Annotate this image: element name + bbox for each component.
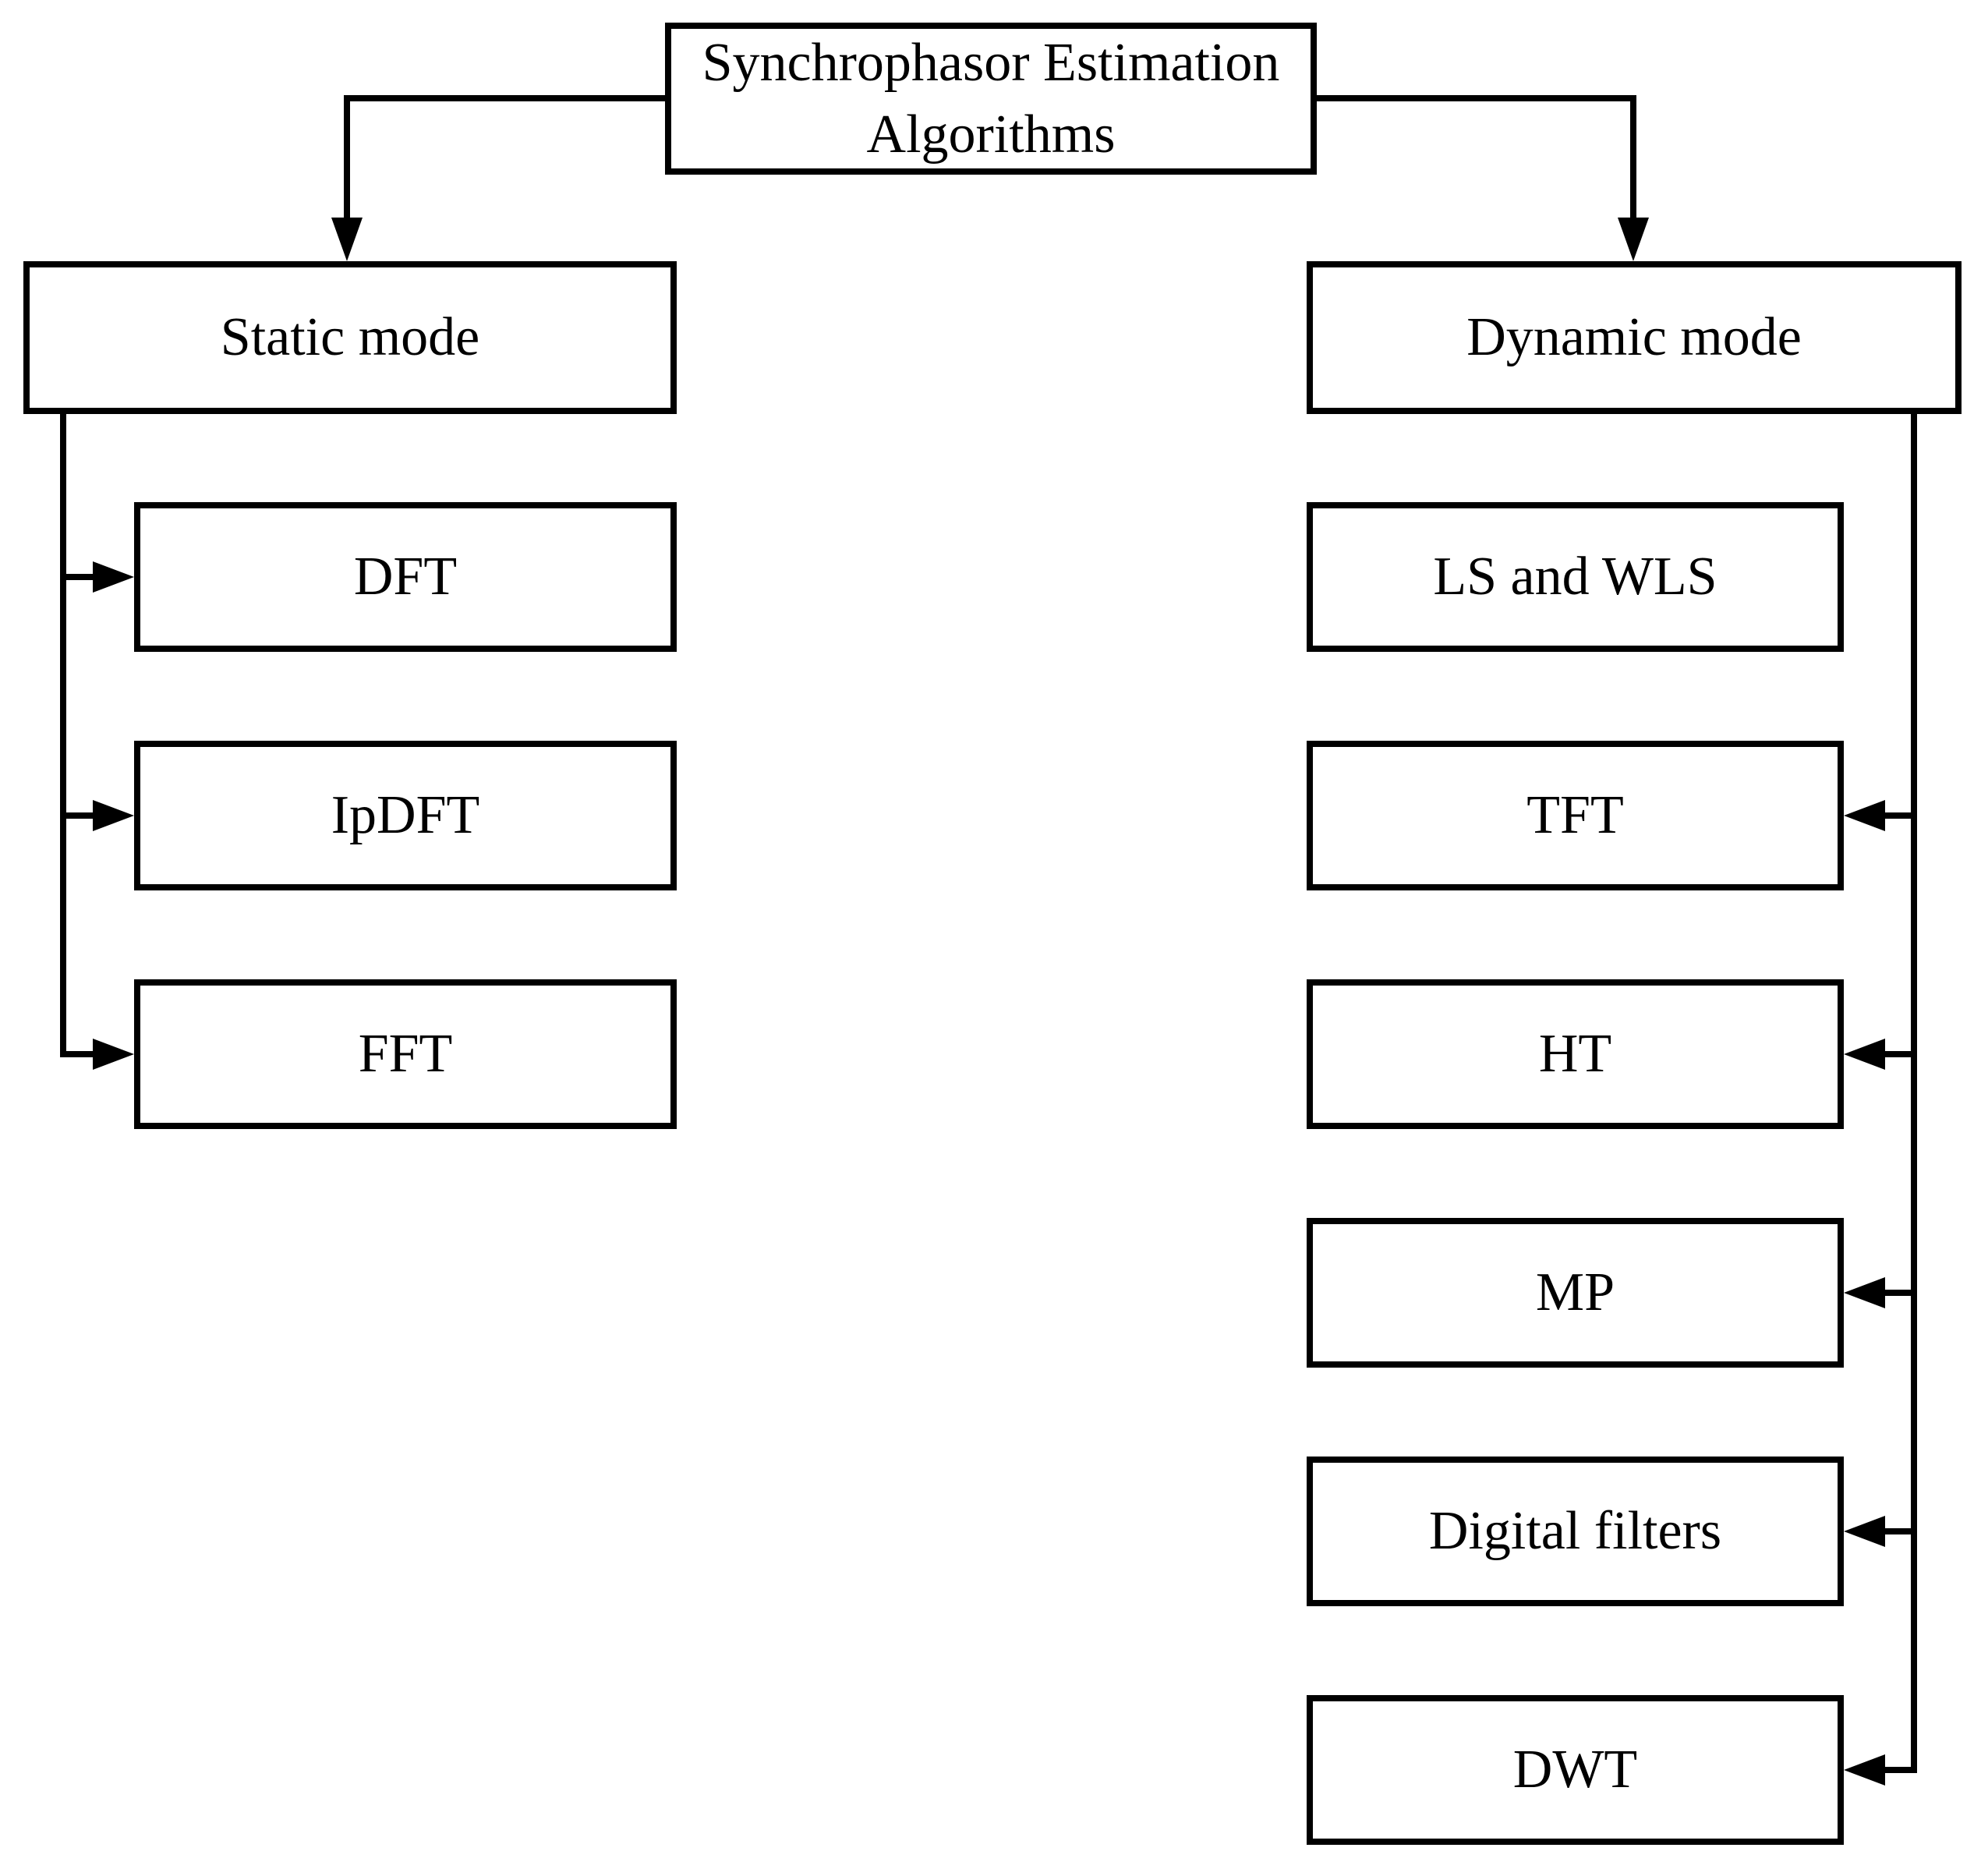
node-tft-label: TFT: [1526, 785, 1624, 845]
edge-root-static-vline: [344, 95, 350, 221]
node-mp-label: MP: [1535, 1262, 1615, 1322]
node-root-label-line2: Algorithms: [866, 104, 1116, 165]
edge-dynamic-dwt-arrowhead-left-icon: [1844, 1754, 1885, 1786]
node-dwt-label: DWT: [1512, 1740, 1638, 1800]
edge-static-dft-arrowhead-right-icon: [93, 561, 134, 593]
node-dft-label: DFT: [353, 547, 458, 607]
edge-dynamic-tft-stub: [1884, 812, 1914, 819]
node-dft: DFT: [134, 502, 677, 652]
edge-dynamic-dwt-stub: [1884, 1767, 1914, 1773]
edge-root-static-hline: [344, 95, 665, 101]
node-dwt: DWT: [1307, 1695, 1844, 1845]
edge-dynamic-tft-arrowhead-left-icon: [1844, 800, 1885, 831]
edge-dynamic-mp-stub: [1884, 1290, 1914, 1296]
node-ht-label: HT: [1538, 1024, 1612, 1084]
node-root-label-line1: Synchrophasor Estimation: [702, 32, 1280, 93]
node-digital-filters-label: Digital filters: [1428, 1501, 1722, 1561]
static-spine-vline: [60, 411, 66, 1057]
dynamic-spine-vline: [1911, 411, 1917, 1773]
node-root-label: Synchrophasor Estimation Algorithms: [702, 27, 1280, 171]
edge-dynamic-mp-arrowhead-left-icon: [1844, 1277, 1885, 1308]
edge-root-dynamic-arrowhead-down-icon: [1618, 218, 1649, 261]
node-static-mode: Static mode: [23, 261, 677, 414]
node-root: Synchrophasor Estimation Algorithms: [665, 23, 1317, 175]
node-tft: TFT: [1307, 741, 1844, 890]
node-fft: FFT: [134, 979, 677, 1129]
node-dynamic-mode: Dynamic mode: [1307, 261, 1962, 414]
edge-dynamic-ht-stub: [1884, 1051, 1914, 1057]
edge-static-fft-stub: [63, 1051, 94, 1057]
edge-dynamic-ht-arrowhead-left-icon: [1844, 1039, 1885, 1070]
node-dynamic-mode-label: Dynamic mode: [1466, 307, 1802, 367]
edge-root-dynamic-vline: [1630, 95, 1636, 221]
edge-root-static-arrowhead-down-icon: [331, 218, 363, 261]
node-ipdft-label: IpDFT: [331, 785, 480, 845]
node-ls-and-wls-label: LS and WLS: [1433, 547, 1717, 607]
edge-static-ipdft-stub: [63, 812, 94, 819]
node-ht: HT: [1307, 979, 1844, 1129]
node-ls-and-wls: LS and WLS: [1307, 502, 1844, 652]
edge-dynamic-digital-filters-stub: [1884, 1528, 1914, 1534]
node-mp: MP: [1307, 1218, 1844, 1368]
node-digital-filters: Digital filters: [1307, 1457, 1844, 1606]
edge-static-dft-stub: [63, 574, 94, 580]
edge-root-dynamic-hline: [1317, 95, 1636, 101]
edge-static-ipdft-arrowhead-right-icon: [93, 800, 134, 831]
node-ipdft: IpDFT: [134, 741, 677, 890]
node-static-mode-label: Static mode: [220, 307, 480, 367]
edge-dynamic-digital-filters-arrowhead-left-icon: [1844, 1516, 1885, 1547]
node-fft-label: FFT: [358, 1024, 453, 1084]
edge-static-fft-arrowhead-right-icon: [93, 1039, 134, 1070]
